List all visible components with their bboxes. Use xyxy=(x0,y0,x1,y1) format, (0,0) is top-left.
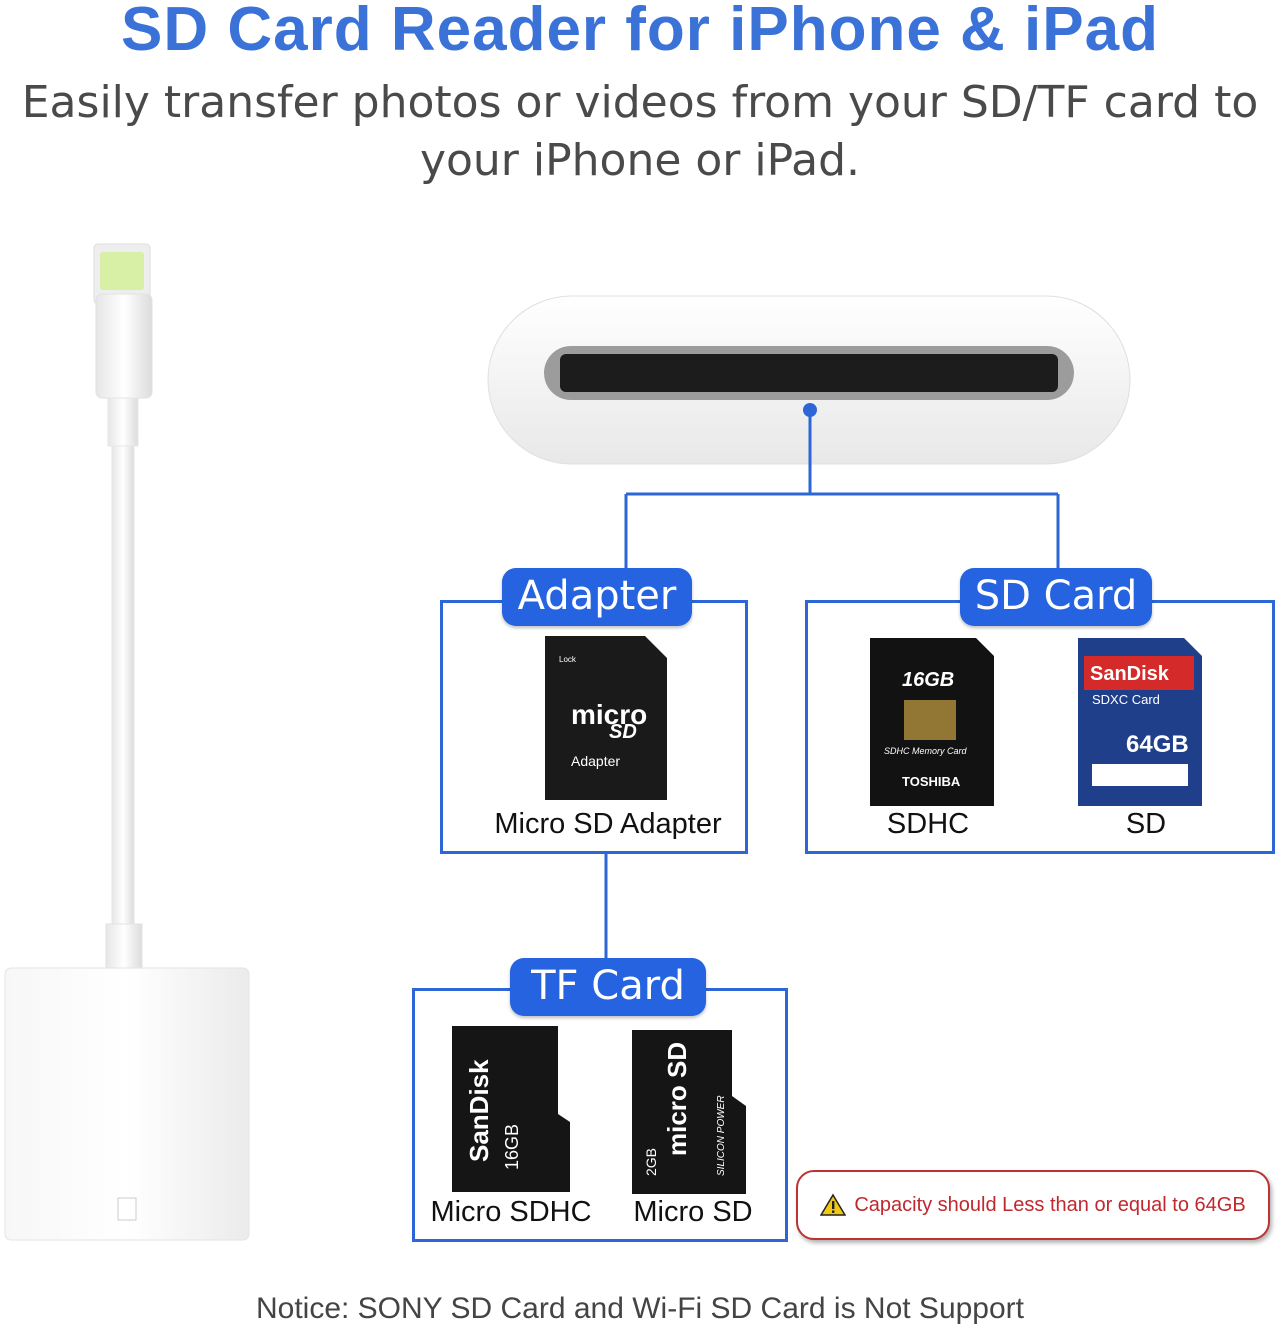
svg-text:SDHC Memory Card: SDHC Memory Card xyxy=(884,746,968,756)
svg-text:2GB: 2GB xyxy=(643,1148,659,1176)
svg-text:Lock: Lock xyxy=(559,655,577,664)
svg-text:SDXC Card: SDXC Card xyxy=(1092,692,1160,707)
svg-text:micro SD: micro SD xyxy=(662,1042,692,1156)
sd-card-group-label: SD Card xyxy=(960,568,1152,626)
adapter-group-label: Adapter xyxy=(502,568,692,626)
svg-text:SILICON POWER: SILICON POWER xyxy=(716,1095,727,1176)
micro-sd-label: Micro SD xyxy=(633,1196,753,1228)
sd-card-image: SanDisk SDXC Card 64GB xyxy=(1078,638,1202,806)
page-title: SD Card Reader for iPhone & iPad xyxy=(121,0,1159,64)
micro-sd-card-image: micro SD 2GB SILICON POWER xyxy=(632,1030,746,1194)
svg-text:Adapter: Adapter xyxy=(571,753,620,769)
compatibility-notice: Notice: SONY SD Card and Wi-Fi SD Card i… xyxy=(255,1292,1025,1325)
page-subtitle: Easily transfer photos or videos from yo… xyxy=(21,77,1259,186)
svg-text:16GB: 16GB xyxy=(502,1124,522,1170)
svg-text:64GB: 64GB xyxy=(1126,731,1189,758)
warning-triangle-icon xyxy=(820,1193,847,1216)
svg-text:16GB: 16GB xyxy=(902,669,954,691)
svg-text:micro: micro xyxy=(571,699,647,730)
micro-sd-adapter-label: Micro SD Adapter xyxy=(494,808,722,840)
card-slot-closeup xyxy=(487,295,1131,465)
sd-card-icon xyxy=(117,1197,137,1221)
tf-card-group-label: TF Card xyxy=(510,958,706,1016)
capacity-warning: Capacity should Less than or equal to 64… xyxy=(796,1170,1270,1240)
sd-card-reader-product-image xyxy=(4,243,250,1241)
svg-text:SD: SD xyxy=(609,721,637,743)
reader-body xyxy=(4,967,250,1241)
sd-label: SD xyxy=(1125,808,1167,840)
micro-sdhc-label: Micro SDHC xyxy=(430,1196,592,1228)
svg-text:TOSHIBA: TOSHIBA xyxy=(902,774,961,789)
micro-sd-adapter-card-image: Lock micro SD Adapter xyxy=(545,636,667,800)
svg-text:SanDisk: SanDisk xyxy=(1090,663,1170,685)
micro-sdhc-card-image: SanDisk 16GB xyxy=(452,1026,570,1192)
sdhc-card-image: 16GB SDHC Memory Card TOSHIBA xyxy=(870,638,994,806)
svg-text:SanDisk: SanDisk xyxy=(464,1059,494,1162)
sdhc-label: SDHC xyxy=(886,808,970,840)
capacity-warning-text: Capacity should Less than or equal to 64… xyxy=(854,1193,1246,1216)
lightning-connector xyxy=(93,243,153,399)
